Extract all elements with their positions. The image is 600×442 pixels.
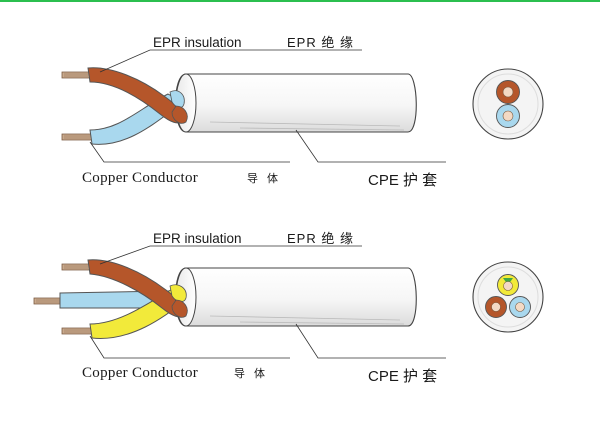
insulation-label-cn-top: EPR 绝 缘	[287, 35, 354, 50]
sheath-label-top: CPE 护 套	[368, 172, 438, 189]
cable-2-core	[61, 49, 446, 163]
leader-sheath	[295, 129, 446, 163]
copper-strand-blue	[61, 133, 93, 141]
copper-strand-brown	[61, 71, 91, 79]
insulation-label-cn-bottom: EPR 绝 缘	[287, 231, 354, 246]
insulation-label-top: EPR insulation	[153, 35, 242, 50]
insulation-label-bottom: EPR insulation	[153, 231, 242, 246]
leader-conductor	[89, 141, 290, 163]
leader-insulation	[99, 49, 362, 73]
cable-3-core	[33, 245, 446, 359]
conductor-label-top: Copper Conductor	[82, 170, 199, 186]
cpe-sheath	[174, 73, 417, 133]
cross-section-3-core	[472, 261, 544, 333]
conductor-label-bottom: Copper Conductor	[82, 365, 199, 381]
conductor-label-cn-top: 导 体	[247, 173, 282, 185]
sheath-label-bottom: CPE 护 套	[368, 368, 438, 385]
cross-section-2-core	[472, 68, 544, 140]
conductor-label-cn-bottom: 导 体	[234, 368, 269, 380]
